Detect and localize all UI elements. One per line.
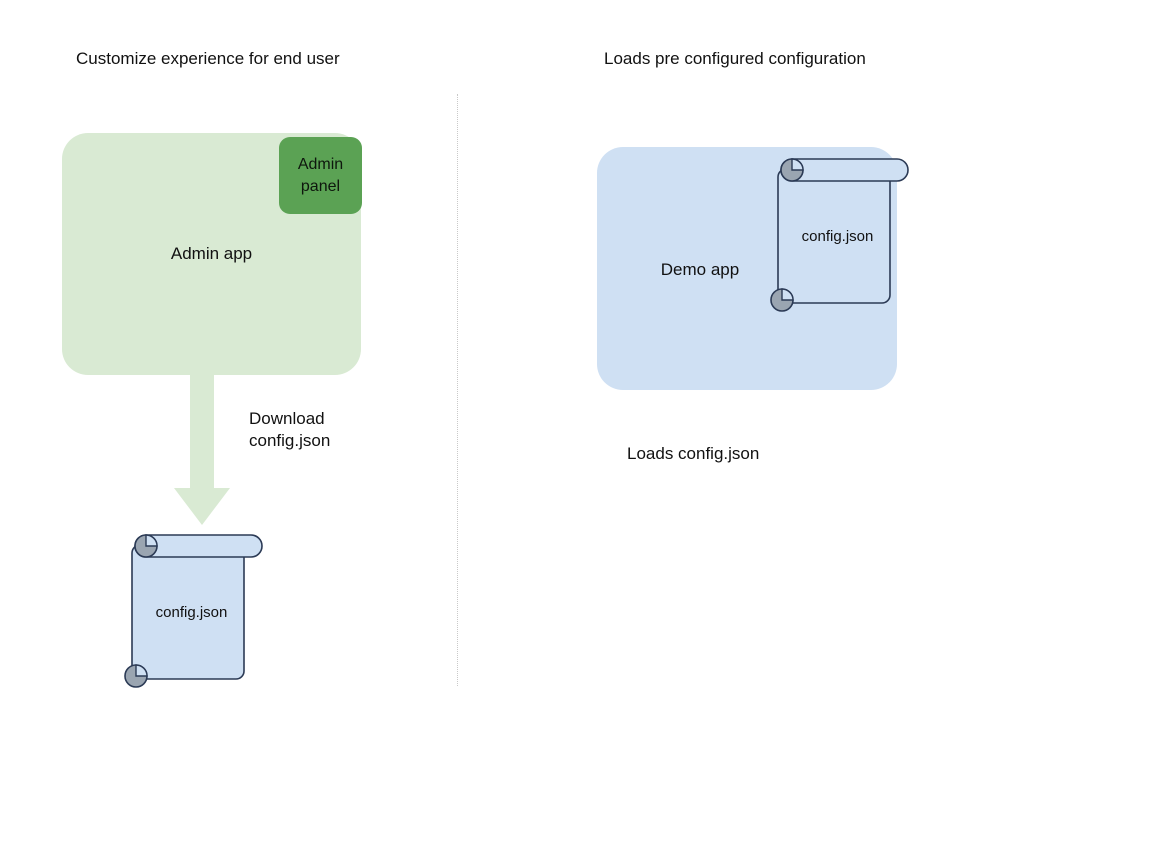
- download-caption-line1: Download: [249, 409, 325, 428]
- config-json-document-label: config.json: [155, 604, 228, 621]
- admin-panel-label: Admin panel: [298, 154, 343, 198]
- loads-config-caption: Loads config.json: [627, 444, 760, 463]
- admin-panel-box[interactable]: Admin panel: [279, 137, 362, 214]
- admin-panel-label-line1: Admin: [297, 155, 344, 173]
- demo-config-json-document-icon: [770, 158, 909, 312]
- download-caption-line2: config.json: [249, 431, 331, 450]
- demo-app-label: Demo app: [660, 260, 740, 279]
- config-json-document-icon: [124, 534, 263, 688]
- right-column-title: Loads pre configured configuration: [604, 49, 866, 68]
- download-arrow-icon: [174, 370, 230, 525]
- download-arrow-caption: Download config.json: [249, 408, 330, 452]
- admin-panel-label-line2: panel: [300, 177, 341, 195]
- left-column-title: Customize experience for end user: [76, 49, 340, 68]
- column-divider: [457, 94, 458, 686]
- demo-config-json-document-label: config.json: [801, 228, 874, 245]
- admin-app-label: Admin app: [170, 244, 253, 263]
